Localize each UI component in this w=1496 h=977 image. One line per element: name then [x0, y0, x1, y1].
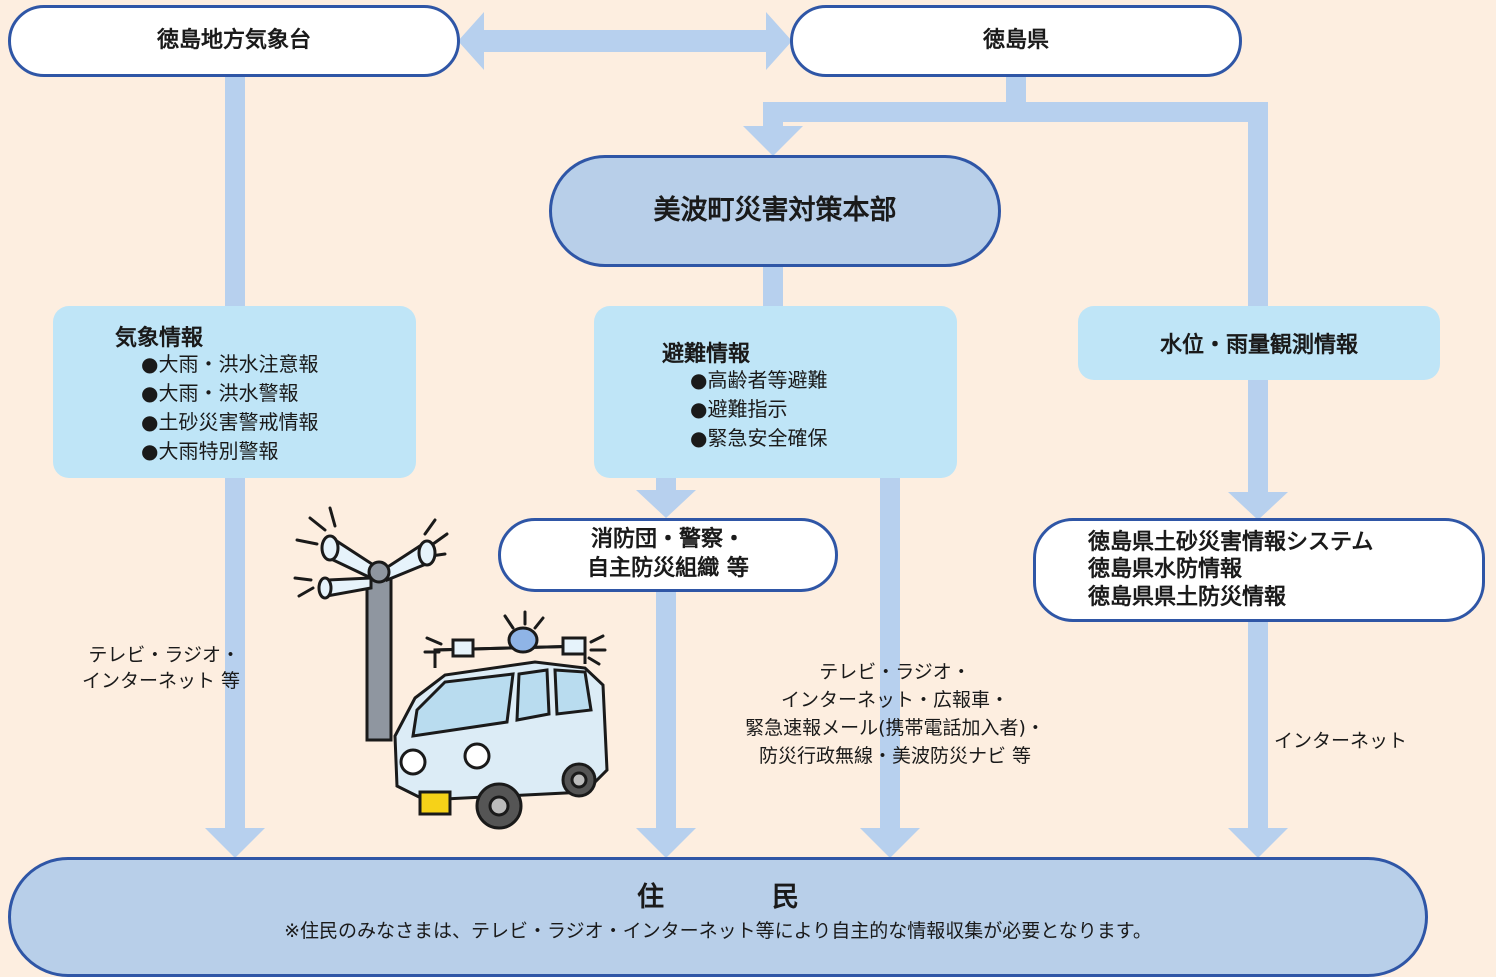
arrowhead-fire-residents	[636, 828, 696, 858]
list-item: 大雨特別警報	[141, 437, 318, 466]
hq-label: 美波町災害対策本部	[653, 195, 897, 227]
systems-line-2: 徳島県水防情報	[1088, 557, 1243, 583]
channel-center-line-1: テレビ・ラジオ・	[819, 661, 971, 683]
arrowhead-fire	[636, 490, 696, 518]
arrowhead-systems	[1228, 492, 1288, 520]
arrow-prefecture-stub	[1006, 76, 1026, 106]
list-item: 緊急安全確保	[690, 424, 827, 453]
arrow-evac-residents	[880, 476, 900, 830]
arrow-branch-hq	[763, 102, 783, 128]
systems-line-3: 徳島県県土防災情報	[1088, 584, 1287, 610]
weather-info-box: 気象情報 大雨・洪水注意報 大雨・洪水警報 土砂災害警戒情報 大雨特別警報	[53, 306, 416, 478]
hq-node: 美波町災害対策本部	[549, 155, 1001, 267]
arrow-systems-residents	[1248, 620, 1268, 830]
list-item: 大雨・洪水警報	[141, 379, 318, 408]
list-item: 高齢者等避難	[690, 366, 827, 395]
arrowhead-jma-residents	[205, 828, 265, 858]
fire-line-2: 自主防災組織 等	[587, 556, 749, 581]
jma-node: 徳島地方気象台	[8, 5, 460, 77]
arrowhead-evac-residents	[860, 828, 920, 858]
list-item: 土砂災害警戒情報	[141, 408, 318, 437]
evacuation-info-list: 高齢者等避難 避難指示 緊急安全確保	[690, 366, 827, 453]
arrow-evac-fire	[656, 476, 676, 492]
residents-title: 住 民	[637, 882, 799, 913]
evacuation-info-box: 避難情報 高齢者等避難 避難指示 緊急安全確保	[594, 306, 957, 478]
channel-left-line-1: テレビ・ラジオ・	[88, 644, 240, 666]
channel-center-line-3: 緊急速報メール(携帯電話加入者)・	[745, 717, 1045, 739]
weather-info-title: 気象情報	[115, 326, 204, 351]
loudspeaker-van-illustration	[293, 506, 609, 830]
water-info-box: 水位・雨量観測情報	[1078, 306, 1440, 380]
arrow-hq-evacuation	[763, 264, 783, 308]
arrowhead-systems-residents	[1228, 828, 1288, 858]
fire-line-1: 消防団・警察・	[590, 527, 745, 553]
residents-node: 住 民 ※住民のみなさまは、テレビ・ラジオ・インターネット等により自主的な情報収…	[8, 857, 1428, 977]
list-item: 大雨・洪水注意報	[141, 350, 318, 379]
weather-info-list: 大雨・洪水注意報 大雨・洪水警報 土砂災害警戒情報 大雨特別警報	[141, 350, 318, 466]
channel-note-center: テレビ・ラジオ・ インターネット・広報車・ 緊急速報メール(携帯電話加入者)・ …	[700, 658, 1090, 770]
exchange-double-arrow	[458, 12, 792, 70]
prefecture-node: 徳島県	[790, 5, 1242, 77]
channel-note-left: テレビ・ラジオ・ インターネット 等	[30, 642, 240, 694]
channel-center-line-2: インターネット・広報車・	[780, 689, 1009, 711]
arrow-prefecture-branch	[763, 102, 1268, 122]
channel-center-line-4: 防災行政無線・美波防災ナビ 等	[758, 745, 1032, 767]
water-info-title: 水位・雨量観測情報	[1159, 333, 1358, 358]
channel-right-line: インターネット	[1274, 730, 1408, 752]
list-item: 避難指示	[690, 395, 827, 424]
systems-node: 徳島県土砂災害情報システム 徳島県水防情報 徳島県県土防災情報	[1033, 518, 1485, 622]
arrow-fire-residents	[656, 588, 676, 830]
channel-left-line-2: インターネット 等	[81, 670, 240, 692]
arrowhead-hq	[743, 126, 803, 156]
prefecture-label: 徳島県	[982, 27, 1049, 53]
residents-note: ※住民のみなさまは、テレビ・ラジオ・インターネット等により自主的な情報収集が必要…	[284, 920, 1152, 943]
fire-police-node: 消防団・警察・ 自主防災組織 等	[498, 518, 838, 592]
systems-line-1: 徳島県土砂災害情報システム	[1088, 529, 1374, 555]
evacuation-info-title: 避難情報	[662, 342, 751, 367]
jma-label: 徳島地方気象台	[156, 27, 311, 53]
channel-note-right: インターネット	[1274, 728, 1407, 754]
arrow-branch-systems	[1248, 102, 1268, 494]
